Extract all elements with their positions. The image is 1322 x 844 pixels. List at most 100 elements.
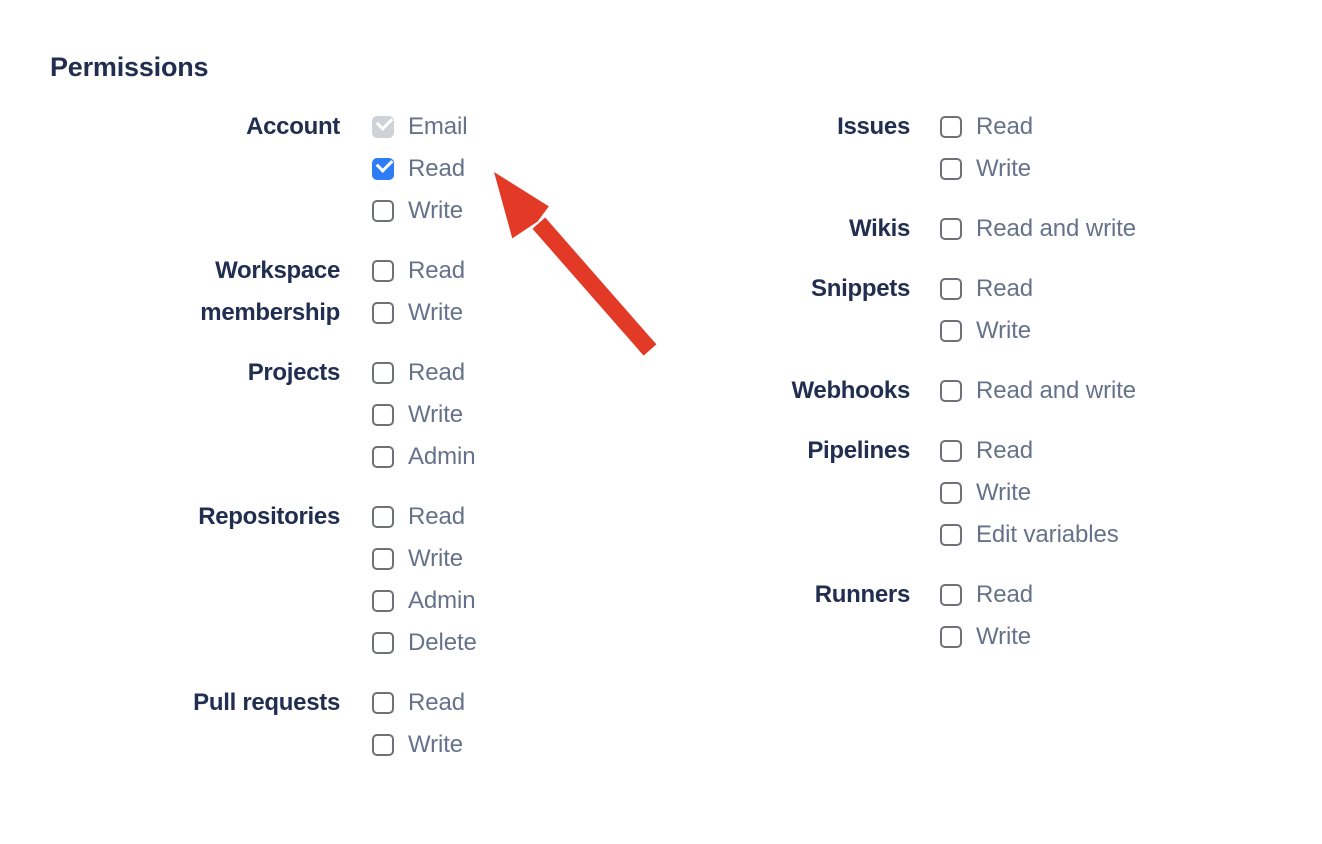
checkbox-unchecked-icon[interactable] — [940, 116, 962, 138]
permission-option[interactable]: Read — [940, 574, 1320, 616]
permission-option-label: Write — [408, 401, 464, 428]
permission-option[interactable]: Email — [372, 106, 660, 148]
checkbox-unchecked-icon[interactable] — [940, 524, 962, 546]
permission-option-label: Read — [408, 155, 465, 182]
permission-option-label: Read — [976, 437, 1033, 464]
permission-option-label: Write — [408, 197, 464, 224]
checkbox-unchecked-icon[interactable] — [372, 548, 394, 570]
permission-group-label: Wikis — [849, 215, 910, 242]
permission-option-label: Delete — [408, 629, 477, 656]
checkbox-unchecked-icon[interactable] — [940, 158, 962, 180]
permission-option-label: Write — [408, 545, 464, 572]
checkbox-unchecked-icon[interactable] — [940, 626, 962, 648]
checkbox-unchecked-icon[interactable] — [940, 320, 962, 342]
permission-group-label: Issues — [837, 113, 910, 140]
checkbox-unchecked-icon[interactable] — [372, 404, 394, 426]
permission-group-label: Runners — [814, 581, 911, 608]
check-mark-icon — [375, 113, 394, 131]
permission-group-label: Snippets — [811, 275, 910, 302]
permission-option-label: Edit variables — [976, 521, 1119, 548]
permission-option-label: Write — [976, 317, 1032, 344]
checkbox-unchecked-icon[interactable] — [372, 590, 394, 612]
permission-option-label: Read and write — [976, 215, 1137, 242]
permission-option-label: Write — [976, 479, 1032, 506]
permission-group-label: Repositories — [198, 503, 340, 530]
checkbox-unchecked-icon[interactable] — [372, 506, 394, 528]
permission-option[interactable]: Read — [372, 148, 660, 190]
permission-group-label: Account — [246, 113, 340, 140]
permission-group-label: Pipelines — [807, 437, 910, 464]
permission-option[interactable]: Write — [940, 148, 1320, 190]
permission-option[interactable]: Read — [940, 106, 1320, 148]
permission-option[interactable]: Write — [940, 472, 1320, 514]
checkbox-unchecked-icon[interactable] — [940, 278, 962, 300]
permission-option[interactable]: Write — [372, 394, 660, 436]
permission-option-label: Read — [408, 689, 465, 716]
checkbox-unchecked-icon[interactable] — [372, 446, 394, 468]
permission-option-label: Admin — [408, 443, 476, 470]
permission-option[interactable]: Read — [372, 682, 660, 724]
permission-option[interactable]: Admin — [372, 580, 660, 622]
checkbox-unchecked-icon[interactable] — [372, 362, 394, 384]
permission-option[interactable]: Read and write — [940, 208, 1320, 250]
permission-option[interactable]: Delete — [372, 622, 660, 664]
permission-option[interactable]: Write — [940, 616, 1320, 658]
checkbox-unchecked-icon[interactable] — [940, 380, 962, 402]
permission-group-label: Pull requests — [193, 689, 340, 716]
checkbox-unchecked-icon[interactable] — [372, 200, 394, 222]
permission-option-label: Write — [976, 623, 1032, 650]
permission-option[interactable]: Read — [372, 352, 660, 394]
permission-option[interactable]: Write — [940, 310, 1320, 352]
permission-option-label: Read — [408, 359, 465, 386]
permission-option-label: Email — [408, 113, 468, 140]
permission-option-label: Write — [408, 731, 464, 758]
permission-option[interactable]: Write — [372, 292, 660, 334]
permission-option[interactable]: Write — [372, 190, 660, 232]
permission-option[interactable]: Read — [940, 268, 1320, 310]
permission-option[interactable]: Read — [372, 496, 660, 538]
checkbox-unchecked-icon[interactable] — [372, 260, 394, 282]
checkbox-unchecked-icon[interactable] — [372, 632, 394, 654]
checkbox-unchecked-icon[interactable] — [940, 440, 962, 462]
checkbox-disabled-icon — [372, 113, 394, 138]
permission-option[interactable]: Admin — [372, 436, 660, 478]
permission-option-label: Read and write — [976, 377, 1137, 404]
permission-group: Wikis Read and write — [660, 208, 1320, 250]
permission-option[interactable]: Read — [940, 430, 1320, 472]
checkbox-unchecked-icon[interactable] — [940, 218, 962, 240]
permission-option-label: Write — [408, 299, 464, 326]
permission-option[interactable]: Read and write — [940, 370, 1320, 412]
permission-option-label: Read — [976, 113, 1033, 140]
permission-option[interactable]: Read — [372, 250, 660, 292]
page-title: Permissions — [50, 52, 209, 82]
checkbox-unchecked-icon[interactable] — [940, 482, 962, 504]
permission-option-label: Read — [408, 503, 465, 530]
permission-group-label: Projects — [247, 359, 341, 386]
check-mark-icon — [375, 155, 394, 173]
permission-option[interactable]: Write — [372, 724, 660, 766]
checkbox-unchecked-icon[interactable] — [372, 734, 394, 756]
checkbox-checked-icon[interactable] — [372, 155, 394, 180]
checkbox-unchecked-icon[interactable] — [372, 302, 394, 324]
permission-option[interactable]: Edit variables — [940, 514, 1320, 556]
permission-option-label: Read — [976, 275, 1033, 302]
checkbox-unchecked-icon[interactable] — [372, 692, 394, 714]
checkbox-unchecked-icon[interactable] — [940, 584, 962, 606]
permission-option[interactable]: Write — [372, 538, 660, 580]
